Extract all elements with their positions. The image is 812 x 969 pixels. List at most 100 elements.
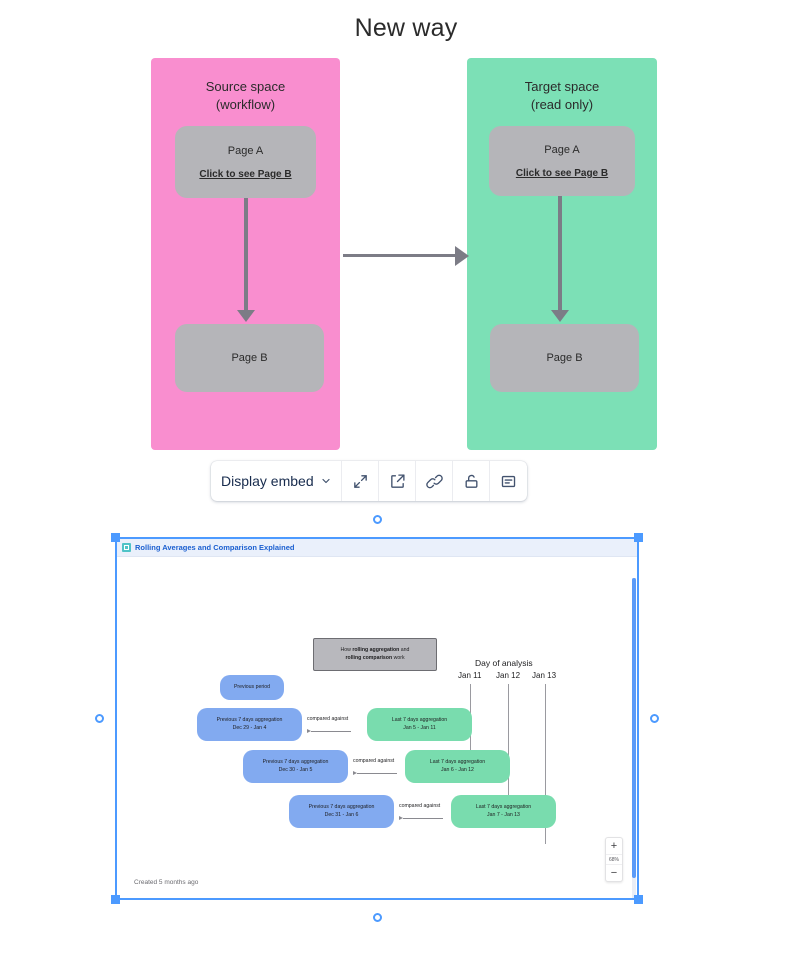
- zoom-control[interactable]: + 68% −: [605, 837, 623, 882]
- cross-space-arrowhead: [455, 246, 469, 266]
- chevron-down-icon: [320, 475, 332, 487]
- embed-header: Rolling Averages and Comparison Explaine…: [117, 539, 637, 557]
- source-space-label: Source space (workflow): [151, 78, 340, 114]
- resize-handle-middle-right[interactable]: [650, 714, 659, 723]
- target-space-label: Target space (read only): [467, 78, 657, 114]
- previous-aggregation-title-1: Previous 7 days aggregation: [262, 759, 329, 766]
- target-connector-arrowhead: [551, 310, 569, 322]
- embed-toolbar: Display embed: [211, 461, 527, 501]
- resize-handle-bottom-right[interactable]: [634, 895, 643, 904]
- previous-aggregation-range-0: Dec 29 - Jan 4: [232, 724, 267, 731]
- previous-aggregation-range-1: Dec 30 - Jan 5: [278, 766, 313, 773]
- cross-space-arrow-line: [343, 254, 463, 257]
- previous-aggregation-title-2: Previous 7 days aggregation: [308, 804, 375, 811]
- last-aggregation-range-0: Jan 5 - Jan 11: [403, 724, 436, 731]
- zoom-level-value: 68%: [606, 854, 622, 865]
- previous-aggregation-node-2[interactable]: Previous 7 days aggregation Dec 31 - Jan…: [289, 795, 394, 828]
- board-header-mid: and: [399, 647, 410, 654]
- source-space-line2: (workflow): [215, 97, 276, 112]
- embed-canvas[interactable]: How rolling aggregation and rolling comp…: [117, 558, 637, 898]
- copy-link-button[interactable]: [416, 461, 453, 501]
- comment-button[interactable]: [490, 461, 527, 501]
- target-connector-line: [558, 196, 562, 311]
- compared-against-arrow-line-1: [357, 773, 397, 774]
- resize-handle-top-left[interactable]: [111, 533, 120, 542]
- embed-scrollbar[interactable]: [632, 578, 636, 898]
- previous-period-label: Previous period: [233, 683, 271, 690]
- selected-embed[interactable]: Rolling Averages and Comparison Explaine…: [95, 515, 659, 922]
- last-aggregation-title-0: Last 7 days aggregation: [391, 717, 448, 724]
- embed-title: Rolling Averages and Comparison Explaine…: [135, 543, 295, 552]
- resize-handle-bottom-left[interactable]: [111, 895, 120, 904]
- compared-against-label-2: compared against: [399, 803, 441, 809]
- board-header-pre: How: [340, 647, 353, 654]
- created-text: Created 5 months ago: [134, 879, 199, 886]
- link-icon: [425, 473, 443, 490]
- last-aggregation-node-2[interactable]: Last 7 days aggregation Jan 7 - Jan 13: [451, 795, 556, 828]
- day-of-analysis-label: Day of analysis: [475, 658, 533, 668]
- previous-aggregation-node-1[interactable]: Previous 7 days aggregation Dec 30 - Jan…: [243, 750, 348, 783]
- source-page-a-link[interactable]: Click to see Page B: [199, 168, 292, 180]
- display-embed-dropdown[interactable]: Display embed: [211, 461, 342, 501]
- previous-aggregation-title-0: Previous 7 days aggregation: [216, 717, 283, 724]
- source-connector-arrowhead: [237, 310, 255, 322]
- target-page-a-title: Page A: [544, 143, 580, 156]
- target-space-line2: (read only): [530, 97, 594, 112]
- source-page-a-title: Page A: [227, 144, 264, 157]
- board-header-line1: How rolling aggregation and: [341, 647, 410, 654]
- day-tick-label-0: Jan 11: [458, 671, 482, 680]
- source-page-a-node[interactable]: Page A Click to see Page B: [175, 126, 316, 198]
- compared-against-arrow-line-2: [403, 818, 443, 819]
- zoom-in-button[interactable]: +: [610, 839, 618, 852]
- zoom-out-button[interactable]: −: [610, 866, 618, 879]
- embed-frame[interactable]: Rolling Averages and Comparison Explaine…: [115, 537, 639, 900]
- source-page-b-title: Page B: [231, 352, 268, 364]
- board-header-bold2: rolling comparison: [345, 654, 393, 661]
- expand-button[interactable]: [342, 461, 379, 501]
- page-title: New way: [354, 14, 458, 42]
- miro-board-icon: [122, 543, 131, 552]
- compared-against-label-1: compared against: [353, 758, 395, 764]
- day-tick-line-2: [545, 684, 546, 844]
- previous-aggregation-range-2: Dec 31 - Jan 6: [324, 811, 359, 818]
- resize-handle-bottom-center[interactable]: [373, 913, 382, 922]
- resize-handle-top-center[interactable]: [373, 515, 382, 524]
- target-page-a-link[interactable]: Click to see Page B: [515, 167, 609, 179]
- board-header-node[interactable]: How rolling aggregation and rolling comp…: [313, 638, 437, 671]
- source-space-line1: Source space: [205, 79, 286, 94]
- compared-against-arrowhead-0: [307, 729, 311, 733]
- resize-handle-top-right[interactable]: [634, 533, 643, 542]
- open-in-new-icon: [389, 473, 406, 490]
- previous-aggregation-node-0[interactable]: Previous 7 days aggregation Dec 29 - Jan…: [197, 708, 302, 741]
- compared-against-arrow-line-0: [311, 731, 351, 732]
- last-aggregation-node-0[interactable]: Last 7 days aggregation Jan 5 - Jan 11: [367, 708, 472, 741]
- compared-against-label-0: compared against: [307, 716, 349, 722]
- previous-period-node[interactable]: Previous period: [220, 675, 284, 700]
- last-aggregation-range-1: Jan 6 - Jan 12: [441, 766, 474, 773]
- last-aggregation-title-1: Last 7 days aggregation: [429, 759, 486, 766]
- last-aggregation-title-2: Last 7 days aggregation: [475, 804, 532, 811]
- board-header-line2: rolling comparison work: [345, 655, 404, 662]
- source-connector-line: [244, 198, 248, 311]
- open-in-new-tab-button[interactable]: [379, 461, 416, 501]
- day-tick-line-1: [508, 684, 509, 804]
- target-page-b-title: Page B: [546, 352, 583, 364]
- day-tick-label-2: Jan 13: [532, 671, 557, 680]
- target-page-b-node[interactable]: Page B: [490, 324, 639, 392]
- embed-scrollbar-thumb[interactable]: [632, 578, 636, 878]
- unlock-button[interactable]: [453, 461, 490, 501]
- target-space-line1: Target space: [524, 79, 600, 94]
- last-aggregation-range-2: Jan 7 - Jan 13: [487, 811, 520, 818]
- resize-handle-middle-left[interactable]: [95, 714, 104, 723]
- unlock-icon: [463, 473, 480, 490]
- compared-against-arrowhead-1: [353, 771, 357, 775]
- source-page-b-node[interactable]: Page B: [175, 324, 324, 392]
- target-page-a-node[interactable]: Page A Click to see Page B: [489, 126, 635, 196]
- last-aggregation-node-1[interactable]: Last 7 days aggregation Jan 6 - Jan 12: [405, 750, 510, 783]
- display-embed-label: Display embed: [221, 473, 314, 489]
- board-header-post: work: [392, 654, 405, 661]
- compared-against-arrowhead-2: [399, 816, 403, 820]
- expand-icon: [352, 473, 369, 490]
- board-header-bold1: rolling aggregation: [352, 647, 400, 654]
